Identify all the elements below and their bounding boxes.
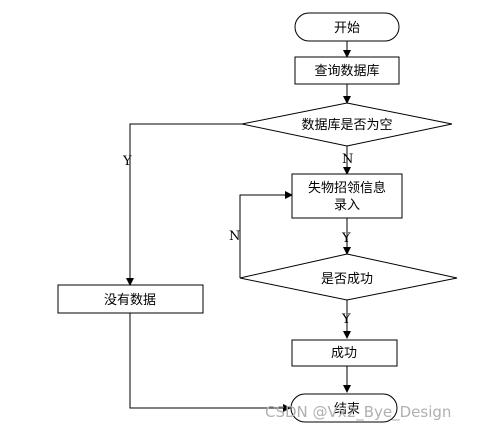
no-data-node: 没有数据 [57,284,204,314]
edge-label-success-question-no: N [229,229,240,244]
edge-no-data-to-end [129,313,291,412]
no-data-label: 没有数据 [104,293,156,308]
end-label: 结束 [334,402,360,417]
start-node: 开始 [294,12,400,42]
database-empty-label: 数据库是否为空 [301,117,392,133]
start-label: 开始 [334,21,360,36]
edge-label-success-question-yes: Y [341,312,351,327]
edge-empty-to-no-data [126,123,242,286]
success-decision: 是否成功 [239,253,458,301]
lost-found-entry-label-line1: 失物招领信息 [308,180,386,196]
database-empty-decision: 数据库是否为空 [241,102,453,147]
query-database-node: 查询数据库 [294,56,400,85]
success-label: 成功 [331,346,357,361]
success-node: 成功 [291,339,398,367]
edge-label-db-empty-yes: Y [122,154,132,169]
edge-label-db-empty-no: N [342,152,353,167]
query-database-label: 查询数据库 [314,63,379,79]
lost-found-entry-node: 失物招领信息 录入 [291,173,403,219]
end-node: 结束 [290,393,398,423]
edge-failure-loop-back [239,191,293,278]
watermark-text: CSDN @Vx2_Bye_Design [265,403,451,422]
lost-found-entry-label-line2: 录入 [334,198,360,213]
success-decision-label: 是否成功 [321,272,373,287]
edge-label-entry-yes: Y [341,231,351,246]
